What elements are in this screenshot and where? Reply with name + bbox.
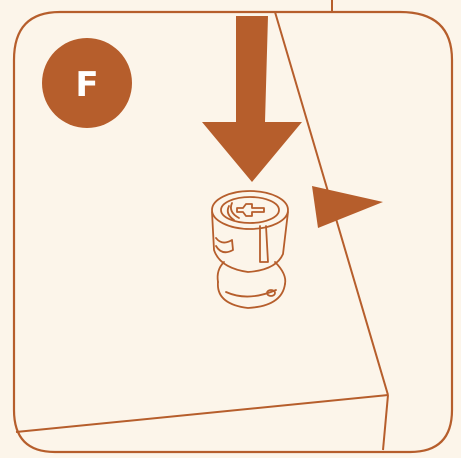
step-badge: F <box>42 38 132 128</box>
right-arrow-icon <box>312 186 383 228</box>
down-arrow-icon <box>202 16 302 182</box>
cam-lock-icon <box>211 190 289 309</box>
step-label: F <box>75 65 98 105</box>
step-frame <box>12 10 454 454</box>
